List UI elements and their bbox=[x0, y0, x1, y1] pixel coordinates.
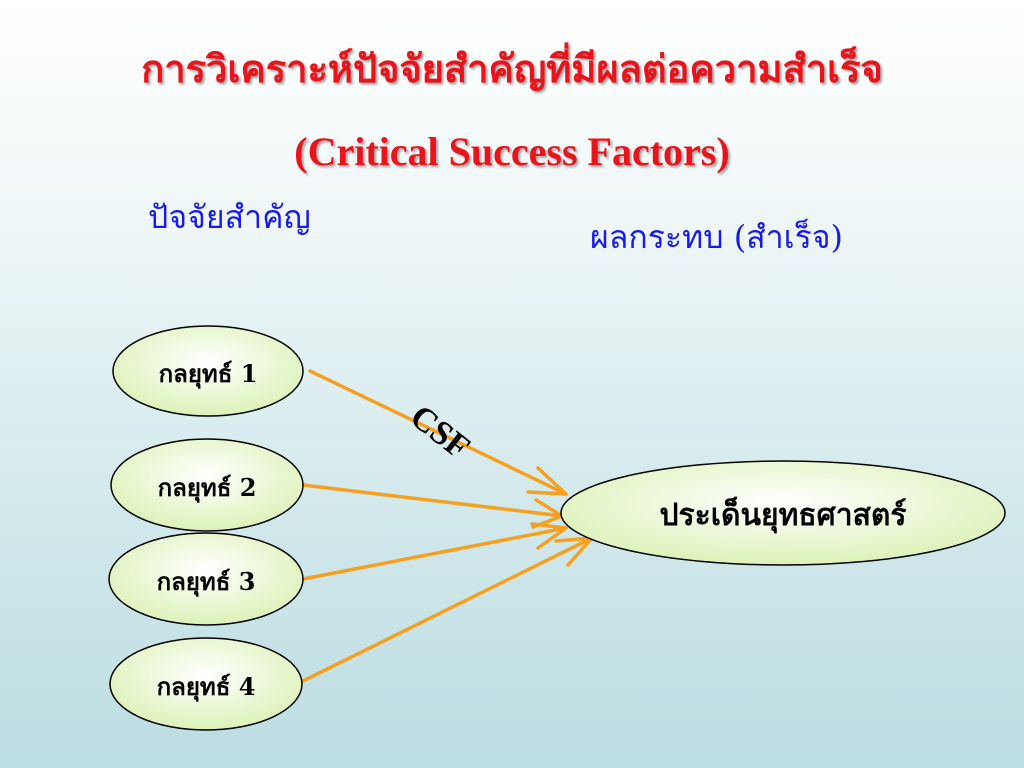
strategy-label-3: กลยุทธ์ 3 bbox=[157, 567, 256, 598]
arrow-strategy-3 bbox=[301, 522, 568, 581]
strategy-node-3: กลยุทธ์ 3 bbox=[108, 532, 304, 626]
impact-heading: ผลกระทบ (สำเร็จ) bbox=[590, 218, 844, 256]
page-title-thai: การวิเคราะห์ปัจจัยสำคัญที่มีผลต่อความสำเ… bbox=[141, 46, 883, 91]
arrow-strategy-1 bbox=[308, 369, 568, 496]
target-label: ประเด็นยุทธศาสตร์ bbox=[660, 496, 907, 534]
strategy-node-4: กลยุทธ์ 4 bbox=[109, 637, 303, 731]
strategy-node-1: กลยุทธ์ 1 bbox=[112, 325, 304, 417]
strategy-label-2: กลยุทธ์ 2 bbox=[158, 473, 257, 504]
target-node: ประเด็นยุทธศาสตร์ bbox=[560, 460, 1006, 566]
page-title-english: (Critical Success Factors) bbox=[294, 129, 730, 174]
strategy-node-2: กลยุทธ์ 2 bbox=[110, 438, 304, 532]
strategy-label-1: กลยุทธ์ 1 bbox=[159, 359, 258, 390]
arrow-strategy-2 bbox=[301, 483, 564, 529]
arrow-strategy-4 bbox=[301, 536, 594, 683]
factors-heading: ปัจจัยสำคัญ bbox=[148, 198, 311, 236]
strategy-label-4: กลยุทธ์ 4 bbox=[157, 672, 256, 703]
